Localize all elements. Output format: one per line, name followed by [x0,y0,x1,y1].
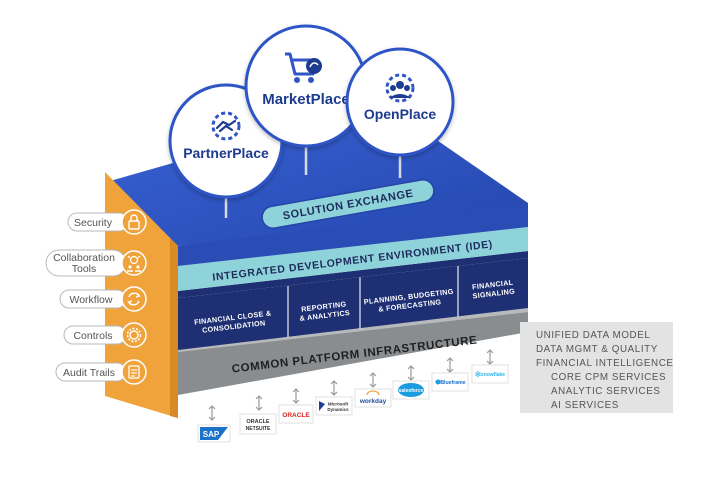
openplace-circle [345,47,455,157]
logo-snowflake: ✻ snowflake [471,364,509,384]
sync-arrow-icon [486,349,494,365]
logo-workday: workday [354,388,392,408]
platform-front-face [178,312,528,395]
integration-logos: SAP ORACLE NETSUITE ORACLE Microsoft Dyn… [197,349,509,443]
marketplace-content: MarketPlace [262,52,350,108]
ide-underside [178,251,528,298]
panel-line: AI SERVICES [551,400,619,411]
panel-line: UNIFIED DATA MODEL [536,330,650,341]
handshake-gear-icon [211,111,241,141]
pill-audit-trails: Audit Trails [55,359,147,385]
pill-label: Workflow [70,294,113,306]
sync-arrow-icon [255,395,263,411]
logo-text: SAP [203,430,220,439]
panel-line: CORE CPM SERVICES [551,372,666,383]
pill-label-second: Tools [72,263,97,275]
lightbulb-team-icon [127,255,141,272]
logo-text: ORACLE [246,419,270,425]
partnerplace-content: PartnerPlace [183,111,269,161]
panel-line: ANALYTIC SERVICES [551,386,660,397]
banner-shape [261,179,435,229]
pill-label: Security [74,217,113,229]
openplace-content: OpenPlace [364,73,437,122]
snowflake-icon: ✻ [475,370,482,379]
cart-icon [285,52,322,83]
sync-arrow-icon [369,372,377,388]
partnerplace-title: PartnerPlace [183,145,269,161]
document-icon [128,365,140,379]
exchange-front-face [178,203,528,266]
sync-arrow-icon [446,357,454,373]
logo-oracle-netsuite: ORACLE NETSUITE [239,413,277,435]
logo-text: salesforce [399,388,424,394]
refresh-icon [127,292,141,306]
sync-arrow-icon [292,388,300,404]
pill-label: Controls [73,330,112,342]
sync-arrow-icon [407,365,415,381]
logo-oracle: ORACLE [278,404,314,424]
openplace-title: OpenPlace [364,106,437,122]
pill-security: Security [67,209,147,235]
ide-front-face [178,227,528,291]
logo-text: Microsoft [328,402,349,407]
panel-line: FINANCIAL INTELLIGENCE [536,358,674,369]
modules-layer: FINANCIAL CLOSE & CONSOLIDATION REPORTIN… [178,258,528,350]
logo-text: workday [359,398,387,405]
pill-collaboration: Collaboration Tools [45,249,147,277]
modules-front-face [178,258,528,350]
logo-text: Blueframe [440,380,465,386]
logo-blueframe: Blueframe [431,372,469,392]
logo-microsoft-dynamics: Microsoft Dynamics [315,396,353,416]
data-services-panel: UNIFIED DATA MODEL DATA MGMT & QUALITY F… [520,322,674,413]
logo-salesforce: salesforce [392,380,430,400]
pill-label: Collaboration [53,252,115,264]
logo-text: ORACLE [282,412,310,419]
sync-arrow-icon [330,380,338,396]
logo-text: snowflake [481,372,505,378]
logo-sap: SAP [197,424,231,443]
marketplace-title: MarketPlace [262,91,350,108]
logo-text-second: NETSUITE [246,426,271,432]
lock-icon [128,214,140,230]
wall-edge [170,238,178,418]
pill-workflow: Workflow [59,286,147,312]
gear-icon [126,327,142,343]
sync-arrow-icon [208,405,216,421]
team-gear-icon [385,73,415,103]
panel-background [520,322,673,413]
pill-label: Audit Trails [63,367,115,379]
panel-line: DATA MGMT & QUALITY [536,344,658,355]
logo-text-second: Dynamics [327,407,349,412]
pill-controls: Controls [63,322,147,348]
